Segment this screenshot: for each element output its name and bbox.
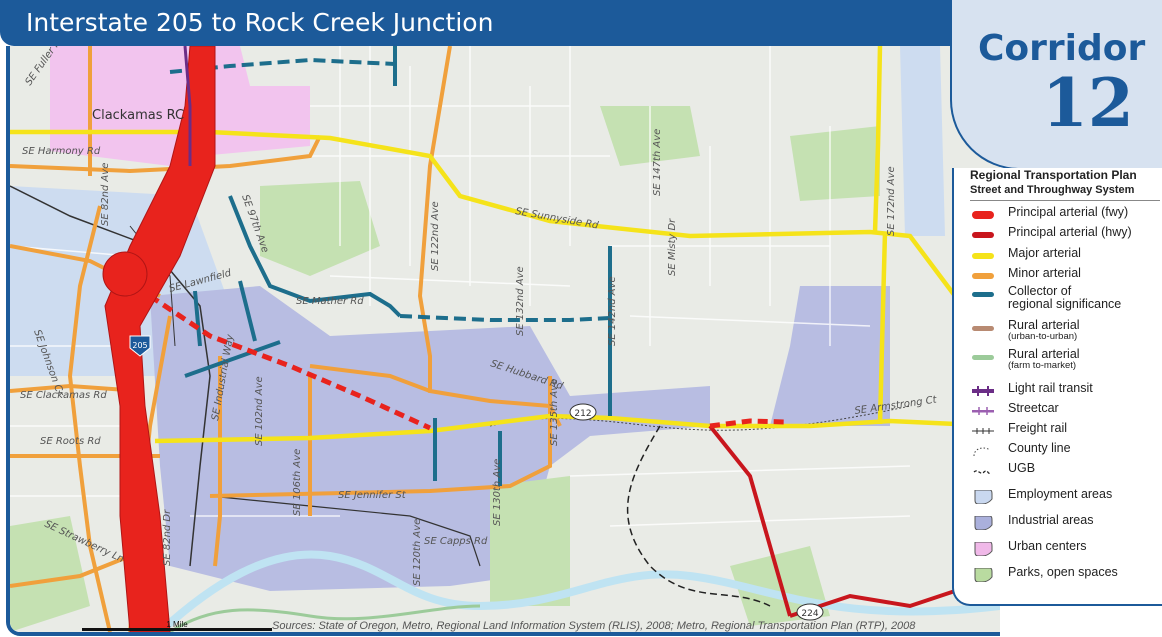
legend-label: Minor arterial xyxy=(1008,266,1081,280)
place-clackamas-rc: Clackamas RC xyxy=(92,108,184,123)
streetcar-swatch-icon xyxy=(972,407,994,415)
shield-i205-icon: 205 xyxy=(129,335,151,357)
road-label-130th: SE 130th Ave xyxy=(492,459,503,526)
road-label-clackamas: SE Clackamas Rd xyxy=(20,390,107,401)
principal-planned xyxy=(148,293,786,431)
shield-212-icon: 212 xyxy=(569,403,597,421)
freight-rail xyxy=(10,185,211,567)
legend-label: Employment areas xyxy=(1008,487,1113,501)
collectors-solid xyxy=(184,46,612,486)
legend-subheading: Street and Throughway System xyxy=(970,184,1135,196)
major-swatch-icon xyxy=(972,253,994,259)
legend-label: Rural arterial(farm to-market) xyxy=(1008,348,1080,371)
park-6 xyxy=(10,516,90,632)
collectors-planned xyxy=(169,57,611,322)
legend-label: Principal arterial (hwy) xyxy=(1008,225,1132,239)
freight-rail-swatch-icon xyxy=(972,428,994,434)
svg-text:212: 212 xyxy=(574,409,591,419)
road-label-122nd: SE 122nd Ave xyxy=(430,201,441,271)
legend-divider xyxy=(970,200,1160,201)
legend-label: Industrial areas xyxy=(1008,513,1094,527)
shield-224-icon: 224 xyxy=(796,603,824,621)
map-canvas[interactable]: Clackamas RC SE Harmony Rd SE Sunnyside … xyxy=(6,46,1000,636)
light-rail-swatch-icon xyxy=(972,386,994,396)
legend-label: Urban centers xyxy=(1008,539,1087,553)
light-rail xyxy=(183,46,192,166)
corridor-badge xyxy=(950,0,1162,170)
fwy-swatch-icon xyxy=(972,211,994,219)
collector-swatch-icon xyxy=(972,292,994,297)
park-4 xyxy=(490,476,570,606)
corridor-label: Corridor xyxy=(978,28,1146,69)
freight-rail-south xyxy=(209,495,481,567)
legend-label: Principal arterial (fwy) xyxy=(1008,205,1129,219)
parks-swatch-icon xyxy=(974,568,993,582)
road-label-82nd: SE 82nd Ave xyxy=(100,163,111,226)
legend-label: Light rail transit xyxy=(1008,381,1093,395)
road-label-misty: SE Misty Dr xyxy=(667,218,678,276)
rural-urban-swatch-icon xyxy=(972,326,994,331)
sources-note: Sources: State of Oregon, Metro, Regiona… xyxy=(272,620,916,632)
legend-label: Parks, open spaces xyxy=(1008,565,1118,579)
road-label-120th: SE 120th Ave xyxy=(412,519,423,586)
road-label-102nd: SE 102nd Ave xyxy=(254,376,265,446)
minor-swatch-icon xyxy=(972,273,994,279)
industrial-swatch-icon xyxy=(974,516,993,530)
employment-area-east xyxy=(900,46,945,236)
road-label-172nd: SE 172nd Ave xyxy=(886,166,897,236)
rural-farm-swatch-icon xyxy=(972,355,994,360)
map-title: Interstate 205 to Rock Creek Junction xyxy=(26,8,494,37)
legend-label-sub: (urban-to-urban) xyxy=(1008,331,1078,342)
legend-label: Freight rail xyxy=(1008,421,1068,435)
road-label-jennifer: SE Jennifer St xyxy=(338,490,407,501)
legend-label: UGB xyxy=(1008,461,1036,475)
legend-label-sub: (farm to-market) xyxy=(1008,360,1077,371)
legend-label: Rural arterial(urban-to-urban) xyxy=(1008,319,1080,342)
road-label-capps: SE Capps Rd xyxy=(424,536,488,547)
road-label-harmony: SE Harmony Rd xyxy=(22,146,101,157)
industrial-area-east xyxy=(770,286,890,426)
road-label-132nd: SE 132nd Ave xyxy=(515,266,526,336)
legend-label-sub: regional significance xyxy=(1008,297,1122,311)
legend-panel: Regional Transportation Plan Street and … xyxy=(952,168,1162,606)
park-3 xyxy=(790,126,880,201)
legend-label-main: Rural arterial xyxy=(1008,347,1080,361)
industrial-area-central xyxy=(150,286,710,591)
legend-label-main: Rural arterial xyxy=(1008,318,1080,332)
svg-text:224: 224 xyxy=(801,609,818,619)
legend-label: Streetcar xyxy=(1008,401,1059,415)
map-svg: Clackamas RC SE Harmony Rd SE Sunnyside … xyxy=(10,46,1000,632)
road-label-147th: SE 147th Ave xyxy=(652,129,663,196)
principal-hwy xyxy=(708,424,971,618)
legend-label: Major arterial xyxy=(1008,246,1081,260)
svg-text:205: 205 xyxy=(132,341,147,350)
legend-label-main: Collector of xyxy=(1008,284,1072,298)
park-1 xyxy=(260,181,380,276)
urban-swatch-icon xyxy=(974,542,993,556)
road-label-135th: SE 135th Ave xyxy=(549,379,560,446)
major-arterials xyxy=(10,46,1000,444)
ugb-line xyxy=(626,425,771,607)
scale-bar: 1 Mile xyxy=(82,620,272,631)
legend-heading: Regional Transportation Plan xyxy=(970,168,1137,182)
ugb-swatch-icon xyxy=(973,470,991,474)
corridor-number: 12 xyxy=(1042,64,1134,142)
road-label-mather: SE Mather Rd xyxy=(296,296,364,307)
title-bar: Interstate 205 to Rock Creek Junction xyxy=(0,0,990,46)
road-label-106th: SE 106th Ave xyxy=(292,449,303,516)
legend-label: County line xyxy=(1008,441,1071,455)
road-label-142nd: SE 142nd Ave xyxy=(607,276,618,346)
employment-swatch-icon xyxy=(974,490,993,504)
rural-farm-arterial xyxy=(169,604,481,632)
scale-label: 1 Mile xyxy=(166,620,188,629)
hwy-swatch-icon xyxy=(972,232,994,238)
road-label-roots: SE Roots Rd xyxy=(40,436,101,447)
i205-freeway xyxy=(102,46,216,632)
road-label-82nd-dr: SE 82nd Dr xyxy=(162,509,173,566)
county-line-swatch-icon xyxy=(973,447,991,457)
